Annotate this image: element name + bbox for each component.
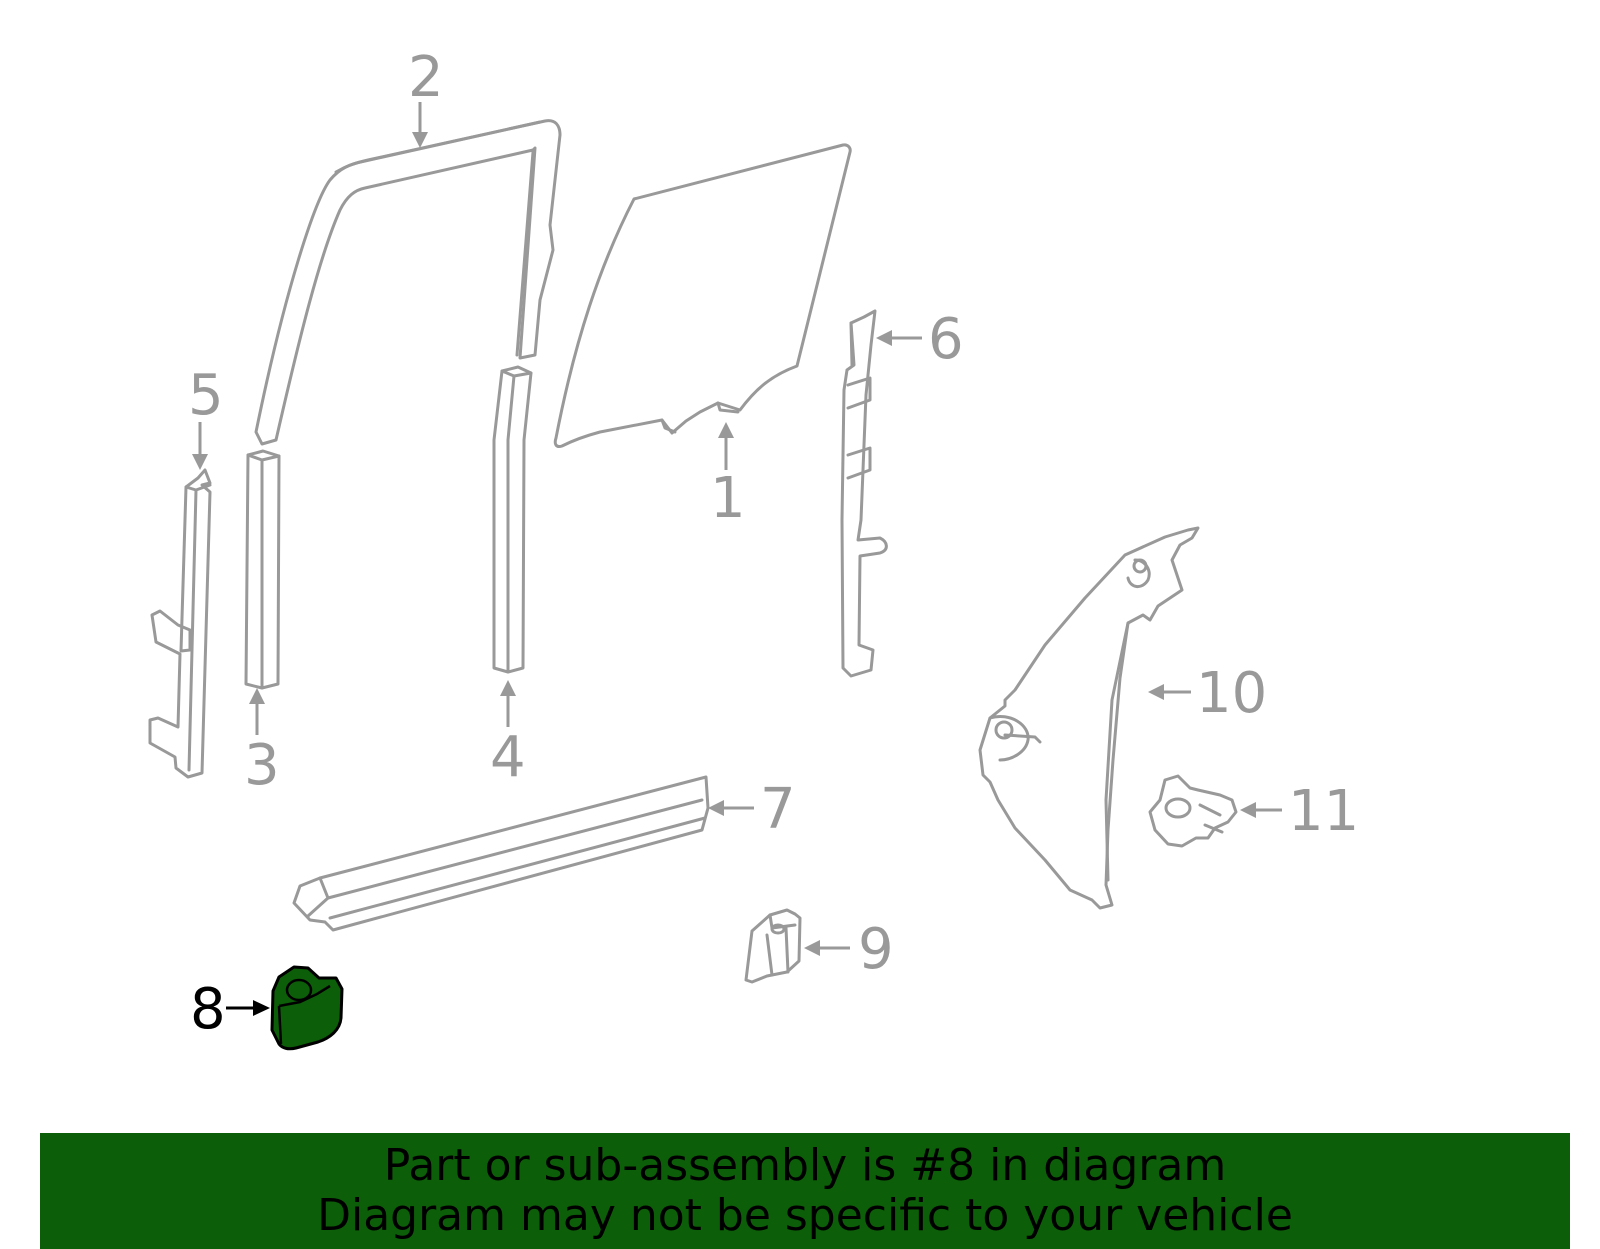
- callout-5[interactable]: 5: [188, 363, 224, 428]
- banner-line-1: Part or sub-assembly is #8 in diagram: [383, 1140, 1227, 1191]
- callout-11[interactable]: 11: [1288, 779, 1359, 844]
- part-8-highlighted[interactable]: [270, 965, 344, 1051]
- info-banner: Part or sub-assembly is #8 in diagram Di…: [40, 1133, 1570, 1249]
- banner-line-2: Diagram may not be specific to your vehi…: [317, 1190, 1293, 1241]
- part-11-regulator-motor[interactable]: [1148, 774, 1238, 848]
- callout-6[interactable]: 6: [928, 307, 964, 372]
- part-6-guide-rail[interactable]: [840, 309, 888, 678]
- part-9-bracket[interactable]: [744, 908, 802, 984]
- part-10-window-regulator[interactable]: [978, 526, 1200, 910]
- callout-2[interactable]: 2: [408, 45, 444, 110]
- part-4-run-channel[interactable]: [492, 365, 533, 674]
- part-5-bracket[interactable]: [148, 468, 212, 779]
- callout-10[interactable]: 10: [1196, 661, 1267, 726]
- callout-arrows: [192, 102, 1282, 1016]
- part-7-belt-molding[interactable]: [292, 775, 710, 932]
- part-1-door-glass[interactable]: [553, 143, 852, 448]
- part-2-door-frame-seal[interactable]: [254, 119, 562, 446]
- callout-7[interactable]: 7: [760, 777, 796, 842]
- callout-1[interactable]: 1: [710, 466, 746, 531]
- part-3-run-channel[interactable]: [244, 449, 281, 690]
- callout-9[interactable]: 9: [858, 917, 894, 982]
- callout-labels: 2 1 3 4 5 6 7 9 10 11 8: [188, 45, 1359, 1042]
- callout-3[interactable]: 3: [244, 733, 280, 798]
- callout-8[interactable]: 8: [190, 977, 226, 1042]
- callout-4[interactable]: 4: [490, 725, 526, 790]
